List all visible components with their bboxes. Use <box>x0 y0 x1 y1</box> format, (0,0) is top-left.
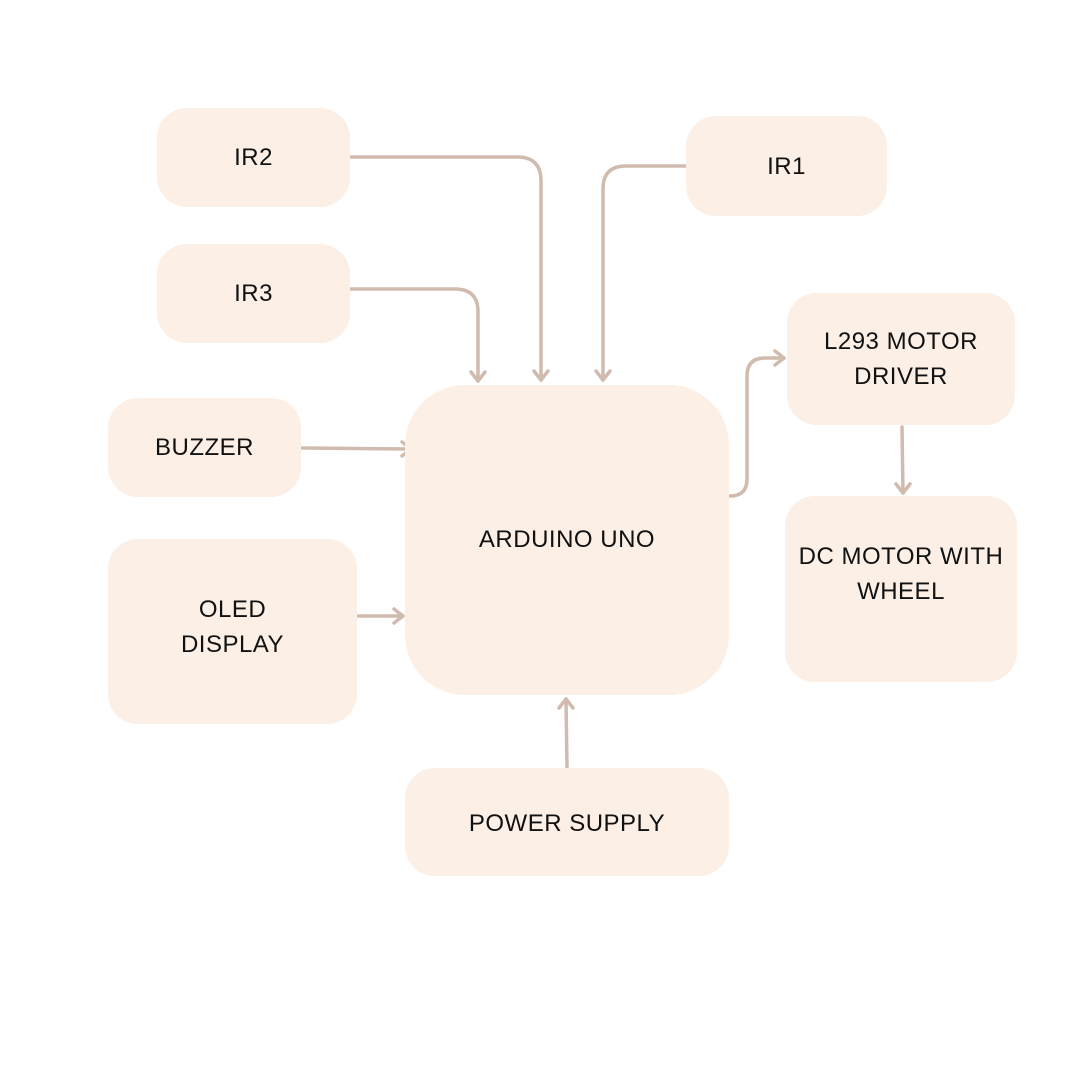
arrowhead-dc-motor <box>894 482 912 495</box>
block-l293-motor-driver: L293 MOTOR DRIVER <box>787 293 1015 425</box>
connector-l293-to-dc-motor <box>900 425 905 495</box>
block-dc-motor-with-wheel: DC MOTOR WITH WHEEL <box>785 496 1017 682</box>
arrowhead-ir3 <box>469 370 487 383</box>
block-ir3: IR3 <box>157 244 350 343</box>
block-power-supply: POWER SUPPLY <box>405 768 729 876</box>
arrowhead-l293 <box>773 349 786 367</box>
block-arduino-uno: ARDUINO UNO <box>405 385 729 695</box>
connector-power-to-arduino <box>564 697 569 769</box>
block-buzzer: BUZZER <box>108 398 301 497</box>
arrowhead-oled <box>392 607 405 625</box>
arrowhead-power <box>557 697 575 710</box>
block-ir2: IR2 <box>157 108 350 207</box>
connector-ir3-to-arduino <box>349 287 480 383</box>
connector-arduino-to-l293 <box>728 356 786 498</box>
connector-buzzer-to-arduino <box>300 446 413 451</box>
block-oled-display: OLED DISPLAY <box>108 539 357 724</box>
arrowhead-ir1 <box>594 369 612 382</box>
block-ir1: IR1 <box>686 116 887 216</box>
connector-ir1-to-arduino <box>601 164 687 382</box>
arrowhead-ir2 <box>532 369 550 382</box>
connector-ir2-to-arduino <box>349 155 543 382</box>
